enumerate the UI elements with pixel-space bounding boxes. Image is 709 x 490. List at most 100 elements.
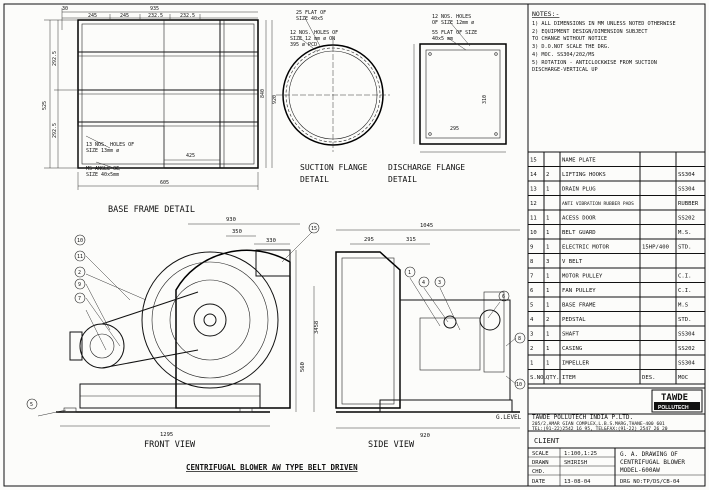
note-holes-disch-1: 12 NOS. HOLES: [432, 14, 471, 20]
balloon: [418, 276, 430, 288]
dim-295: 295: [450, 126, 459, 132]
dim-315: 315: [406, 237, 416, 243]
bom-cell-item: NAME PLATE: [562, 158, 596, 164]
label-suction-1: SUCTION FLANGE: [300, 163, 368, 172]
bom-cell-moc: SS304: [678, 187, 695, 193]
bom-cell-qty: 1: [546, 332, 549, 338]
bom-cell-moc: M.S.: [678, 230, 691, 236]
balloon: [514, 332, 526, 344]
balloon-label: 11: [77, 254, 83, 260]
dim-2925b: 292.5: [52, 123, 58, 138]
balloon-label: 15: [311, 226, 317, 232]
company-phone: TEL:(91-22)2542 16 95, TEL&FAX:(91-22) 2…: [532, 426, 668, 432]
bom-cell-item: FAN PULLEY: [562, 288, 596, 294]
dim-1045: 1045: [420, 223, 433, 229]
bom-cell-qty: 2: [546, 172, 549, 178]
balloon-label: 6: [502, 294, 505, 300]
bom-cell-qty: 1: [546, 245, 549, 251]
note-holes-base-1: 13 NOS. HOLES OF: [86, 142, 134, 148]
bom-cell-moc: SS304: [678, 332, 695, 338]
label-discharge-2: DETAIL: [388, 175, 417, 184]
note-item: 5) ROTATION - ANTICLOCKWISE FROM SUCTION: [532, 60, 657, 66]
bom-cell-item: BELT GUARD: [562, 230, 596, 236]
bom-cell-item: MOTOR PULLEY: [562, 274, 603, 280]
balloon: [74, 292, 86, 304]
dim-2325b: 232.5: [180, 13, 195, 19]
note-ms-angle-1: MS ANGLE OF: [86, 166, 119, 172]
bom-cell-sno: 11: [530, 216, 537, 222]
suction-flange-detail: [276, 17, 390, 152]
bom-cell-sno: 6: [530, 288, 533, 294]
balloon: [74, 266, 86, 278]
bom-cell-qty: 1: [546, 288, 549, 294]
drawing-main-title: CENTRIFUGAL BLOWER AW TYPE BELT DRIVEN: [186, 463, 358, 472]
note-flat-suction-1: 25 FLAT OF: [296, 10, 326, 16]
dim-560: 560: [300, 362, 306, 372]
bom-cell-item: BASE FRAME: [562, 303, 596, 309]
bom-header-des: DES.: [642, 375, 655, 381]
bom-cell-qty: 1: [546, 346, 549, 352]
balloon: [498, 290, 510, 302]
scale-value: 1:100,1:25: [564, 451, 597, 457]
bom-cell-qty: 1: [546, 361, 549, 367]
bom-cell-item: DRAIN PLUG: [562, 187, 596, 193]
label-glevel: G.LEVEL: [496, 414, 522, 421]
bom-cell-moc: STD.: [678, 317, 691, 323]
balloon: [514, 378, 526, 390]
note-item: 1) ALL DIMENSIONS IN MM UNLESS NOTED OTH…: [532, 21, 676, 27]
balloon: [74, 278, 86, 290]
bom-cell-qty: 2: [546, 317, 549, 323]
dim-310: 310: [482, 95, 488, 104]
drawn-label: DRAWN: [532, 460, 549, 466]
note-holes-disch-2: OF SIZE 12mm ø: [432, 20, 474, 26]
bom-header-qty: QTY.: [546, 375, 559, 381]
bom-cell-sno: 1: [530, 361, 533, 367]
logo-subtext: POLLUTECH: [658, 405, 689, 411]
balloon-label: 2: [78, 270, 81, 276]
balloon-label: 3: [438, 280, 441, 286]
company-name: TAWDE POLLUTECH INDIA P.LTD.: [532, 414, 633, 421]
front-view: [37, 223, 315, 427]
balloon: [434, 276, 446, 288]
drawing-title-1: G. A. DRAWING OF: [620, 451, 678, 458]
dim-245a: 245: [88, 13, 97, 19]
dim-840: 840: [260, 89, 266, 98]
bom-cell-sno: 7: [530, 274, 533, 280]
bom-cell-sno: 13: [530, 187, 537, 193]
bom-cell-moc: STD.: [678, 245, 691, 251]
balloon-label: 5: [30, 402, 33, 408]
note-item: 3) D.O.NOT SCALE THE DRG.: [532, 44, 610, 50]
bom-cell-moc: C.I.: [678, 288, 691, 294]
bom-cell-qty: 3: [546, 259, 549, 265]
dim-920: 920: [272, 95, 278, 104]
bom-cell-item: PEDSTAL: [562, 317, 586, 323]
balloon-label: 8: [518, 336, 521, 342]
side-balloons: [404, 266, 526, 390]
note-holes-suction-1: 12 NOS. HOLES OF: [290, 30, 338, 36]
date-label: DATE: [532, 479, 545, 485]
side-view: [335, 229, 520, 429]
label-discharge-1: DISCHARGE FLANGE: [388, 163, 465, 172]
company-address: 205/2,AMAR GIAN COMPLEX,L.B.S.MARG,THANE…: [532, 421, 665, 427]
note-holes-suction-2: SIZE 12 mm ø ON: [290, 36, 335, 42]
bom-cell-item: ELECTRIC MOTOR: [562, 245, 610, 251]
drawing-title-3: MODEL-600AW: [620, 467, 660, 474]
label-suction-2: DETAIL: [300, 175, 329, 184]
dim-245b: 245: [120, 13, 129, 19]
company-logo: [651, 389, 703, 413]
dim-350: 350: [232, 229, 242, 235]
bom-cell-sno: 5: [530, 303, 533, 309]
label-side-view: SIDE VIEW: [368, 440, 415, 450]
dim-295-side: 295: [364, 237, 374, 243]
note-holes-suction-3: 395 ø PCD: [290, 42, 317, 48]
drawing-title-2: CENTRIFUGAL BLOWER: [620, 459, 685, 466]
bom-cell-des: 15HP/400: [642, 245, 669, 251]
bom-cell-moc: SS304: [678, 172, 695, 178]
dim-605: 605: [160, 180, 169, 186]
bom-cell-sno: 4: [530, 317, 534, 323]
balloon-label: 10: [77, 238, 83, 244]
bom-cell-sno: 9: [530, 245, 533, 251]
dim-2925a: 292.5: [52, 51, 58, 66]
